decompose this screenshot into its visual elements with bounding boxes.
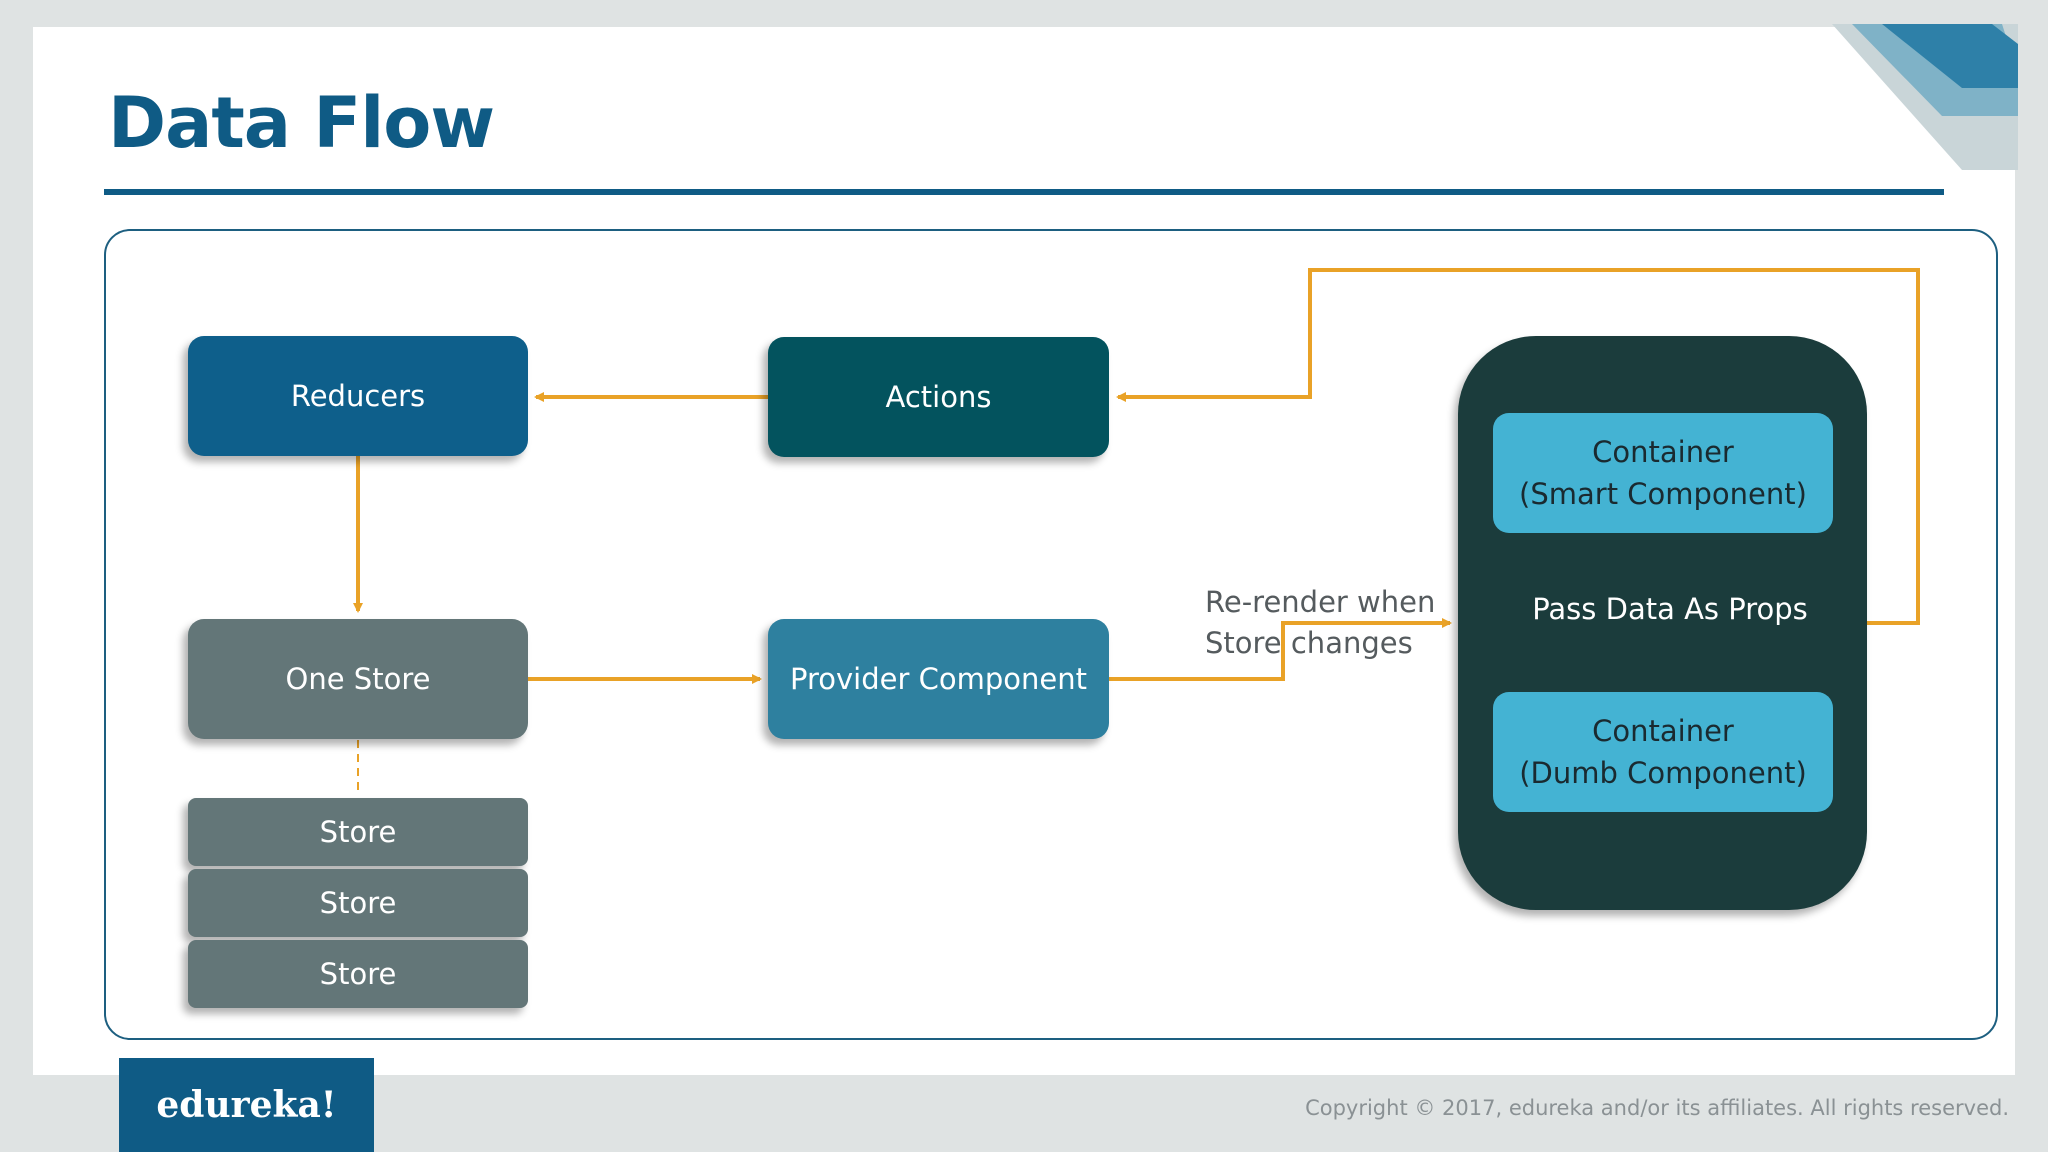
provider-component-node: Provider Component (768, 619, 1109, 739)
dumb-line-2: (Dumb Component) (1519, 756, 1807, 790)
dumb-line-1: Container (1592, 713, 1734, 748)
copyright-notice: Copyright © 2017, edureka and/or its aff… (1305, 1096, 2009, 1120)
store-node-1: Store (188, 798, 528, 866)
rerender-annotation: Re-render when Store changes (1205, 582, 1435, 664)
one-store-node: One Store (188, 619, 528, 739)
title-underline (104, 189, 1944, 195)
page-title: Data Flow (108, 82, 495, 164)
reducers-label: Reducers (290, 378, 426, 413)
one-store-label: One Store (285, 661, 431, 696)
rerender-line-1: Re-render when (1205, 585, 1436, 619)
rerender-line-2: Store changes (1205, 626, 1413, 661)
logo-text: edureka! (156, 1084, 337, 1126)
smart-line-1: Container (1592, 434, 1734, 469)
edureka-logo: edureka! (119, 1058, 374, 1152)
store-label: Store (319, 885, 397, 920)
store-node-3: Store (188, 940, 528, 1008)
pass-props-label: Pass Data As Props (1532, 592, 1808, 626)
smart-line-2: (Smart Component) (1519, 477, 1807, 511)
store-node-2: Store (188, 869, 528, 937)
corner-decoration (1832, 24, 2018, 170)
actions-label: Actions (885, 379, 992, 414)
dumb-container-node: Container (Dumb Component) (1493, 692, 1833, 812)
store-label: Store (319, 956, 397, 991)
provider-label: Provider Component (790, 661, 1087, 696)
actions-node: Actions (768, 337, 1109, 457)
store-label: Store (319, 814, 397, 849)
reducers-node: Reducers (188, 336, 528, 456)
smart-container-node: Container (Smart Component) (1493, 413, 1833, 533)
